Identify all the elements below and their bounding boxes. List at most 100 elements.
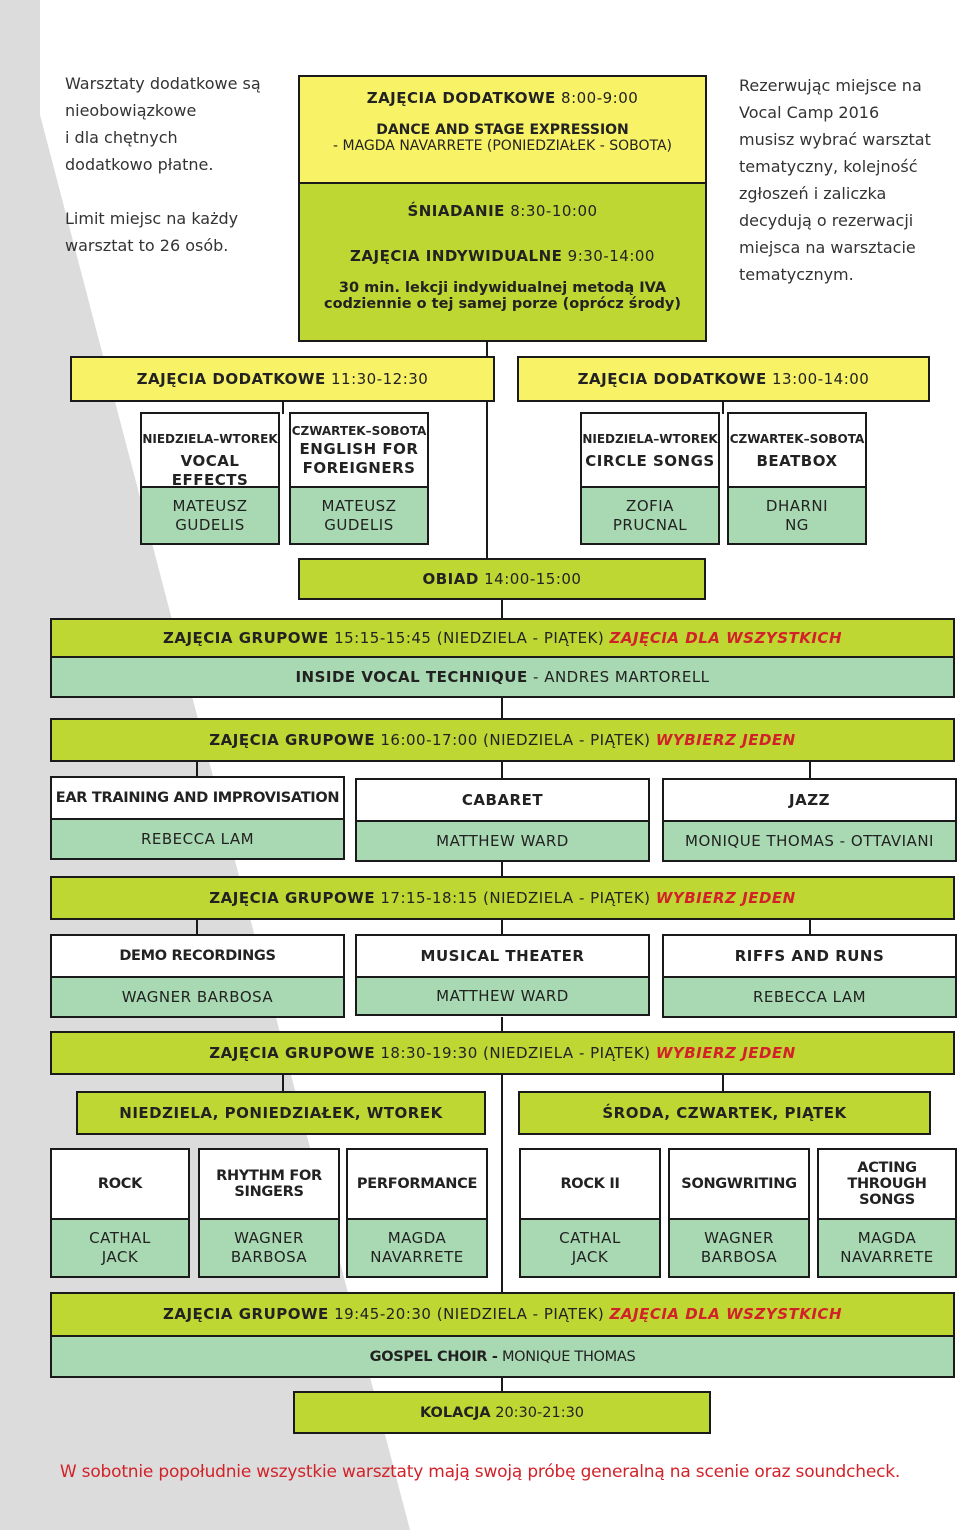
option-teacher: MATTHEW WARD (355, 820, 650, 862)
workshop-days: CZWARTEK–SOBOTA (291, 424, 427, 438)
right-note-line: Rezerwując miejsce na (739, 76, 922, 95)
left-note-line: Warsztaty dodatkowe są (65, 74, 261, 93)
group1-tag: ZAJĘCIA DLA WSZYSTKICH (609, 628, 842, 647)
group4-tag: WYBIERZ JEDEN (655, 1043, 796, 1062)
workshop-days: NIEDZIELA–WTOREK (142, 432, 278, 446)
connector-extra-a (282, 400, 284, 414)
teacher-name: GUDELIS (175, 515, 245, 534)
right-note-line: tematycznym. (739, 265, 854, 284)
individual-time: 9:30-14:00 (567, 246, 655, 265)
option-teacher: REBECCA LAM (50, 818, 345, 860)
connector-g5-dinner (501, 1376, 503, 1392)
dance-sub: - MAGDA NAVARRETE (PONIEDZIAŁEK - SOBOTA… (333, 137, 672, 154)
morning-green-band: ŚNIADANIE 8:30-10:00 ZAJĘCIA INDYWIDUALN… (298, 182, 707, 342)
option-songwriting[interactable]: SONGWRITING (668, 1148, 810, 1220)
class-teacher: MONIQUE THOMAS (501, 1348, 636, 1365)
dinner-time: 20:30-21:30 (495, 1404, 585, 1421)
group5-class[interactable]: GOSPEL CHOIR - MONIQUE THOMAS (50, 1335, 955, 1378)
option-rhythm-for-singers[interactable]: RHYTHM FOR SINGERS (198, 1148, 340, 1220)
teacher-name: BARBOSA (700, 1248, 778, 1266)
teacher-name: NAVARRETE (840, 1248, 934, 1266)
morning-time: 8:00-9:00 (561, 89, 639, 107)
class-title: INSIDE VOCAL TECHNIQUE (295, 667, 528, 686)
option-jazz[interactable]: JAZZ (662, 778, 957, 822)
lunch-label: OBIAD (422, 569, 479, 588)
extra-a-time: 11:30-12:30 (330, 369, 429, 388)
extra-b-header-text: ZAJĘCIA DODATKOWE 13:00-14:00 (578, 370, 870, 389)
extra-b-label: ZAJĘCIA DODATKOWE (577, 369, 767, 388)
connector-g4-days (722, 1073, 724, 1093)
right-note-line: Vocal Camp 2016 (739, 103, 880, 122)
option-performance[interactable]: PERFORMANCE (346, 1148, 488, 1220)
breakfast-time: 8:30-10:00 (510, 202, 598, 220)
group3-tag: WYBIERZ JEDEN (655, 888, 796, 907)
workshop-title: VOCAL EFFECTS (171, 452, 249, 489)
class-teacher: - ANDRES MARTORELL (533, 667, 710, 686)
dance-title: DANCE AND STAGE EXPRESSION (376, 121, 629, 138)
teacher-name: WAGNER (704, 1229, 774, 1248)
group2-tag: WYBIERZ JEDEN (655, 730, 796, 749)
teacher-name: NAVARRETE (370, 1248, 464, 1266)
option-rock[interactable]: ROCK (50, 1148, 190, 1220)
option-teacher: MATTHEW WARD (355, 976, 650, 1016)
connector-main-top (486, 340, 488, 560)
lunch-time: 14:00-15:00 (484, 569, 582, 588)
class-title: GOSPEL CHOIR - (369, 1348, 498, 1365)
group4-days-b: ŚRODA, CZWARTEK, PIĄTEK (518, 1091, 931, 1135)
connector-g3-opts (809, 918, 811, 936)
group1-class[interactable]: INSIDE VOCAL TECHNIQUE - ANDRES MARTOREL… (50, 656, 955, 698)
connector-g1-g2 (501, 697, 503, 719)
right-note-line: zgłoszeń i zaliczka (739, 184, 887, 203)
connector-g2-opts (501, 760, 503, 778)
connector-g4-days (501, 1073, 503, 1293)
option-cabaret[interactable]: CABARET (355, 778, 650, 822)
group1-header: ZAJĘCIA GRUPOWE 15:15-15:45 (NIEDZIELA -… (50, 618, 955, 658)
group3-header: ZAJĘCIA GRUPOWE 17:15-18:15 (NIEDZIELA -… (50, 876, 955, 920)
teacher-name: ZOFIA (626, 496, 674, 515)
workshop-teacher: MATEUSZ GUDELIS (289, 486, 429, 545)
connector-g3-opts (501, 918, 503, 936)
group1-time: 15:15-15:45 (NIEDZIELA - PIĄTEK) (334, 628, 605, 647)
option-demo-recordings[interactable]: DEMO RECORDINGS (50, 934, 345, 978)
option-acting-through-songs[interactable]: ACTING THROUGH SONGS (817, 1148, 957, 1220)
group3-time: 17:15-18:15 (NIEDZIELA - PIĄTEK) (380, 888, 651, 907)
workshop-teacher: DHARNI NG (727, 486, 867, 545)
extra-b-time: 13:00-14:00 (771, 369, 870, 388)
individual-note: 30 min. lekcji indywidualnej metodą IVA (338, 279, 667, 296)
individual-note: codziennie o tej samej porze (oprócz śro… (323, 295, 682, 312)
group3-label: ZAJĘCIA GRUPOWE (209, 888, 376, 907)
breakfast-label: ŚNIADANIE (407, 202, 505, 220)
option-musical-theater[interactable]: MUSICAL THEATER (355, 934, 650, 978)
teacher-name: MAGDA (387, 1229, 447, 1248)
teacher-name: MATEUSZ (172, 496, 248, 515)
teacher-name: BARBOSA (230, 1248, 308, 1266)
teacher-name: CATHAL (559, 1229, 621, 1248)
workshop-title: ENGLISH FOR FOREIGNERS (299, 440, 419, 477)
group4-days-a: NIEDZIELA, PONIEDZIAŁEK, WTOREK (76, 1091, 486, 1135)
teacher-name: DHARNI (765, 496, 829, 515)
breakfast-row: ŚNIADANIE 8:30-10:00 (407, 202, 597, 221)
connector-g4-days (282, 1073, 284, 1093)
group4-header: ZAJĘCIA GRUPOWE 18:30-19:30 (NIEDZIELA -… (50, 1031, 955, 1075)
extra-a-label: ZAJĘCIA DODATKOWE (136, 369, 326, 388)
left-note-line: Limit miejsc na każdy (65, 209, 239, 228)
individual-row: ZAJĘCIA INDYWIDUALNE 9:30-14:00 (350, 247, 655, 266)
workshop-teacher: ZOFIA PRUCNAL (580, 486, 720, 545)
group2-header: ZAJĘCIA GRUPOWE 16:00-17:00 (NIEDZIELA -… (50, 718, 955, 762)
teacher-name: NG (785, 515, 809, 534)
group5-label: ZAJĘCIA GRUPOWE (162, 1305, 329, 1324)
left-note-line: nieobowiązkowe (65, 101, 197, 120)
option-rock-ii[interactable]: ROCK II (519, 1148, 661, 1220)
workshop-days: NIEDZIELA–WTOREK (582, 432, 718, 446)
option-riffs-and-runs[interactable]: RIFFS AND RUNS (662, 934, 957, 978)
option-ear-training[interactable]: EAR TRAINING AND IMPROVISATION (50, 776, 345, 820)
dinner-label: KOLACJA (419, 1404, 491, 1421)
group5-time: 19:45-20:30 (NIEDZIELA - PIĄTEK) (334, 1305, 605, 1324)
teacher-name: JACK (101, 1248, 139, 1266)
workshop-days: CZWARTEK–SOBOTA (729, 432, 865, 446)
workshop-title: BEATBOX (756, 452, 838, 470)
left-note: Warsztaty dodatkowe są nieobowiązkowe i … (65, 70, 285, 259)
